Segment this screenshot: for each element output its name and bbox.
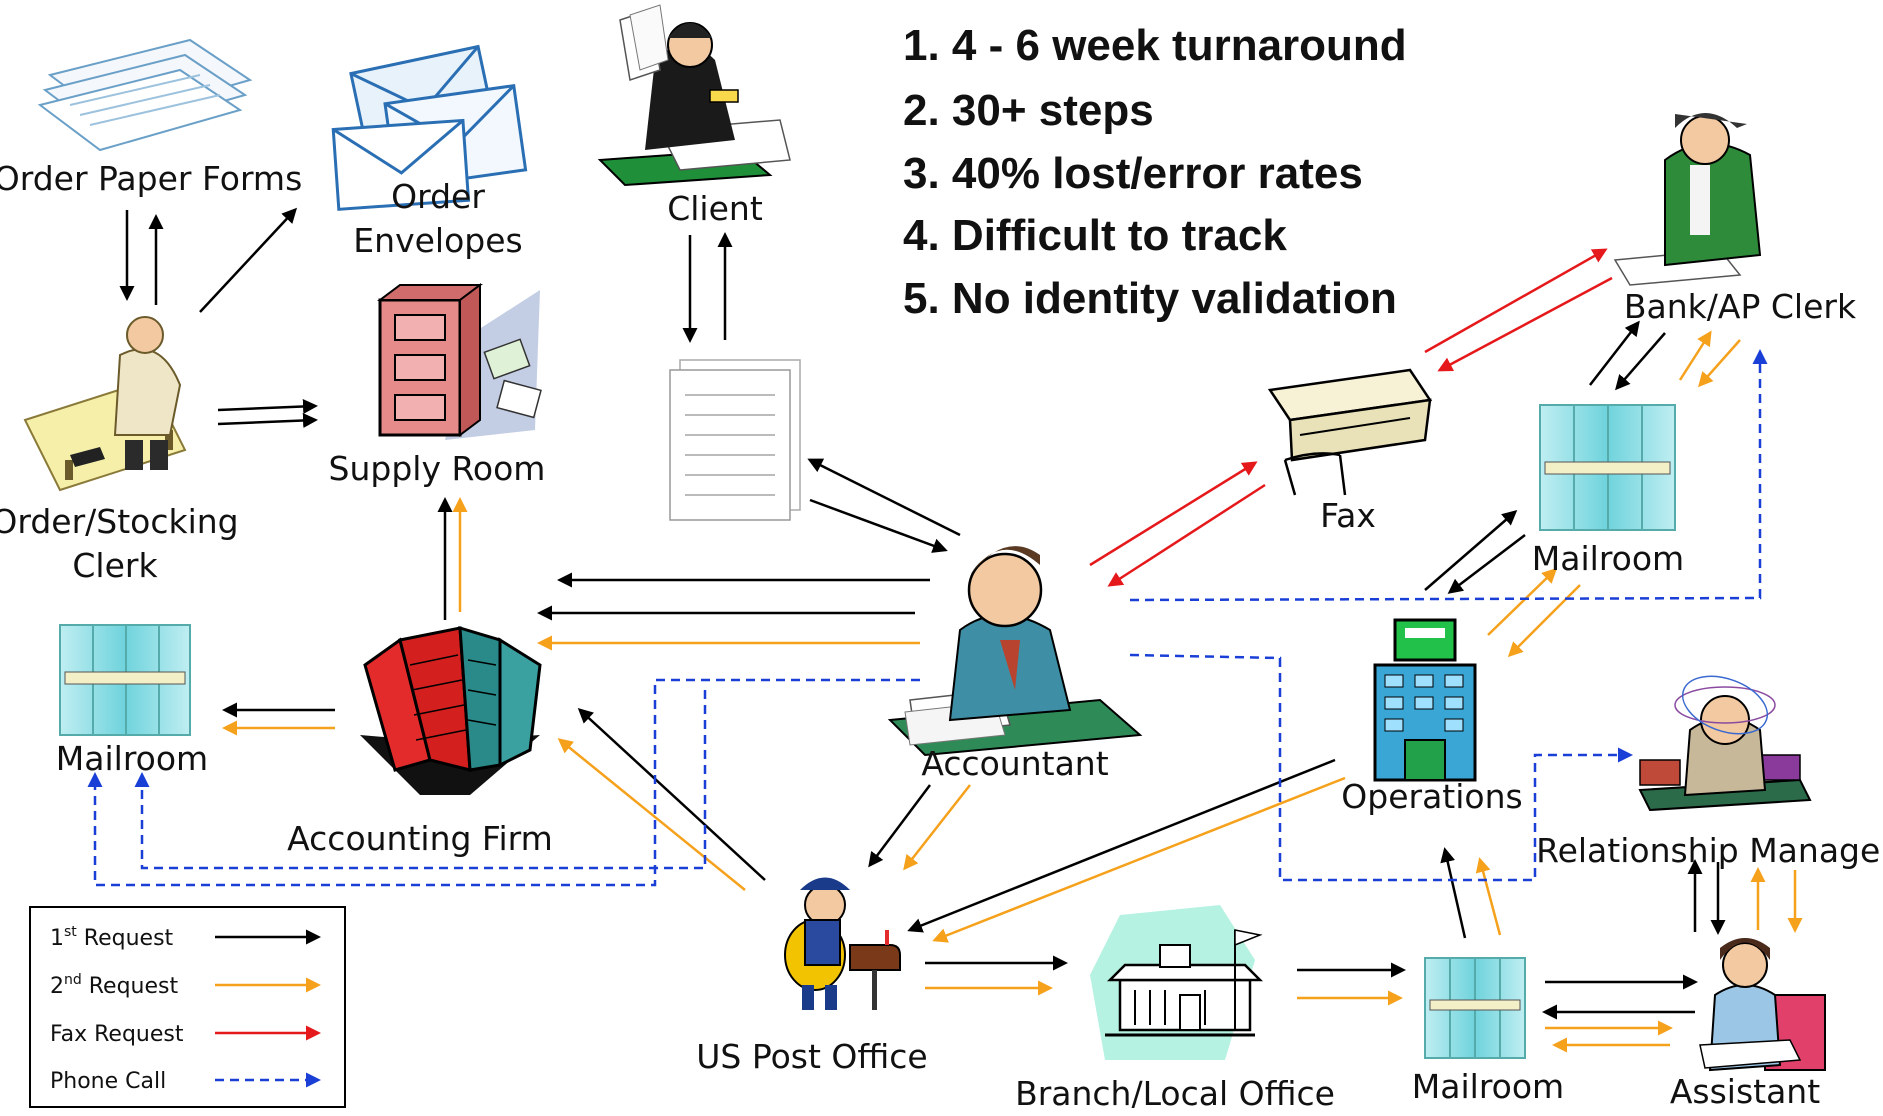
- issues-list: 1. 4 - 6 week turnaround 2. 30+ steps 3.…: [903, 21, 1407, 323]
- label-order-clerk-1: Order/Stocking: [0, 502, 239, 541]
- label-supply-room: Supply Room: [329, 449, 546, 488]
- legend-box: [29, 906, 346, 1108]
- branch-office-icon: [1090, 905, 1264, 1060]
- label-mailroom-right: Mailroom: [1532, 539, 1684, 578]
- label-client: Client: [667, 189, 763, 228]
- paper-forms-icon: [37, 38, 253, 152]
- accountant-icon: [887, 546, 1143, 757]
- label-fax: Fax: [1320, 496, 1376, 535]
- supply-room-icon: [377, 283, 542, 440]
- label-order-clerk-2: Clerk: [72, 546, 158, 585]
- mailroom-left-icon: [59, 624, 191, 736]
- label-branch-office: Branch/Local Office: [1015, 1074, 1335, 1113]
- envelopes-icon: [331, 44, 528, 211]
- label-order-envelopes-2: Envelopes: [353, 221, 522, 260]
- issue-4: 4. Difficult to track: [903, 211, 1287, 260]
- issue-3: 3. 40% lost/error rates: [903, 149, 1363, 198]
- label-operations: Operations: [1341, 777, 1522, 816]
- client-icon: [597, 4, 791, 187]
- label-accounting-firm: Accounting Firm: [287, 819, 553, 858]
- legend-fax-request: Fax Request: [50, 1022, 184, 1047]
- issue-2: 2. 30+ steps: [903, 86, 1154, 135]
- label-accountant: Accountant: [921, 744, 1108, 783]
- legend-first-request: 1st Request: [50, 924, 174, 951]
- label-mailroom-left: Mailroom: [56, 739, 208, 778]
- post-office-icon: [784, 877, 901, 1010]
- accounting-firm-icon: [360, 625, 542, 795]
- label-relationship-manager: Relationship Manager: [1536, 831, 1883, 870]
- fax-icon: [1267, 368, 1433, 496]
- node-labels: Order Paper Forms Order Envelopes Client…: [0, 159, 1883, 1113]
- mailroom-bottom-icon: [1424, 957, 1526, 1059]
- label-assistant: Assistant: [1670, 1072, 1820, 1111]
- form-document-icon: [669, 359, 801, 521]
- flow-arrows: [87, 207, 1803, 1053]
- label-us-post-office: US Post Office: [696, 1037, 927, 1076]
- issue-1: 1. 4 - 6 week turnaround: [903, 21, 1407, 70]
- mailroom-right-icon: [1539, 404, 1676, 531]
- label-order-envelopes-1: Order: [391, 177, 485, 216]
- label-mailroom-bottom: Mailroom: [1412, 1067, 1564, 1106]
- operations-icon: [1373, 618, 1477, 782]
- assistant-icon: [1699, 938, 1826, 1072]
- relationship-manager-icon: [1638, 675, 1812, 812]
- bank-clerk-icon: [1613, 113, 1762, 286]
- label-order-paper-forms: Order Paper Forms: [0, 159, 302, 198]
- label-bank-clerk: Bank/AP Clerk: [1624, 287, 1857, 326]
- legend: 1st Request 2nd Request Fax Request Phon…: [29, 906, 346, 1108]
- stocking-clerk-icon: [23, 316, 187, 492]
- issue-5: 5. No identity validation: [903, 274, 1397, 323]
- legend-phone-call: Phone Call: [50, 1069, 166, 1094]
- legend-second-request: 2nd Request: [50, 972, 178, 999]
